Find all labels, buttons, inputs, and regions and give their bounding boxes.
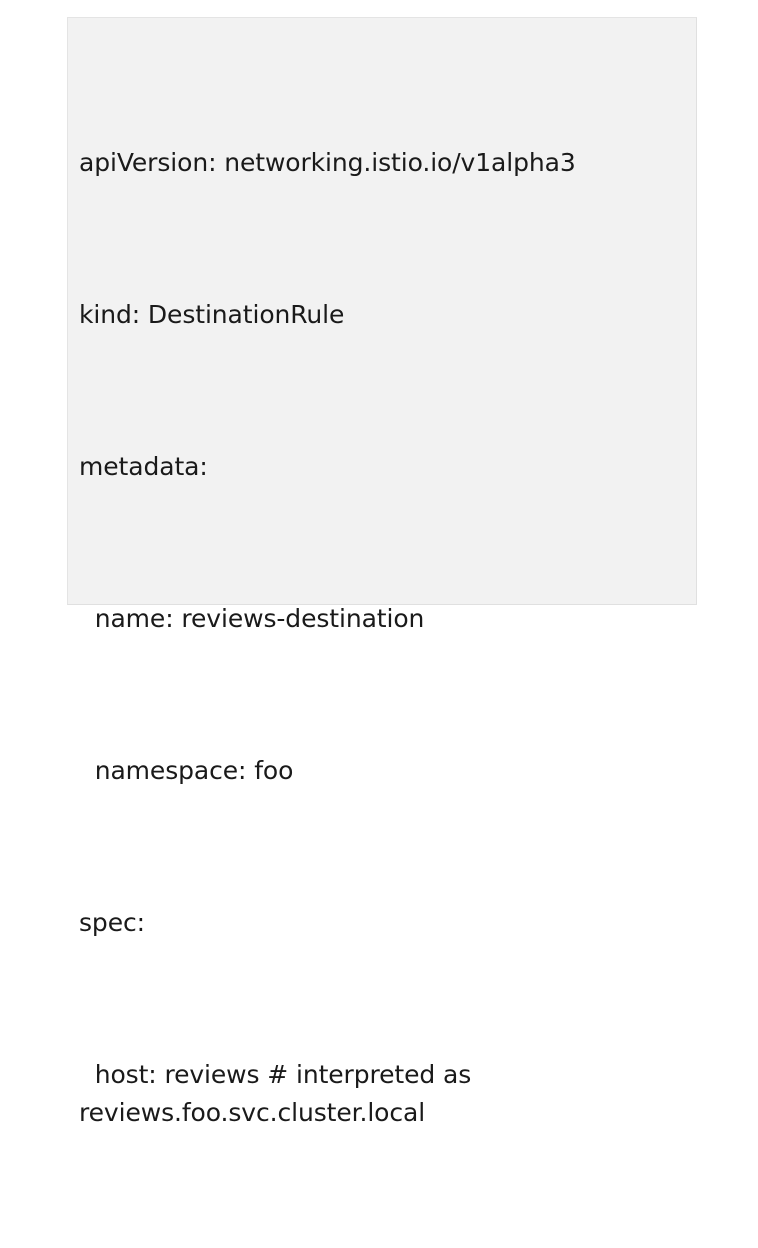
yaml-code-block: apiVersion: networking.istio.io/v1alpha3… (79, 30, 690, 1248)
yaml-line-metadata-namespace: namespace: foo (79, 756, 294, 785)
yaml-line-subsets: subsets: (79, 1246, 690, 1248)
yaml-line-apiversion: apiVersion: networking.istio.io/v1alpha3 (79, 148, 576, 177)
screenshot-canvas: apiVersion: networking.istio.io/v1alpha3… (67, 17, 697, 1127)
yaml-line-metadata: metadata: (79, 452, 208, 481)
yaml-code-card: apiVersion: networking.istio.io/v1alpha3… (67, 17, 697, 1127)
yaml-line-kind: kind: DestinationRule (79, 300, 345, 329)
yaml-line-spec-host: host: reviews # interpreted as reviews.f… (79, 1060, 480, 1127)
yaml-line-metadata-name: name: reviews-destination (79, 604, 425, 633)
yaml-line-spec: spec: (79, 908, 145, 937)
